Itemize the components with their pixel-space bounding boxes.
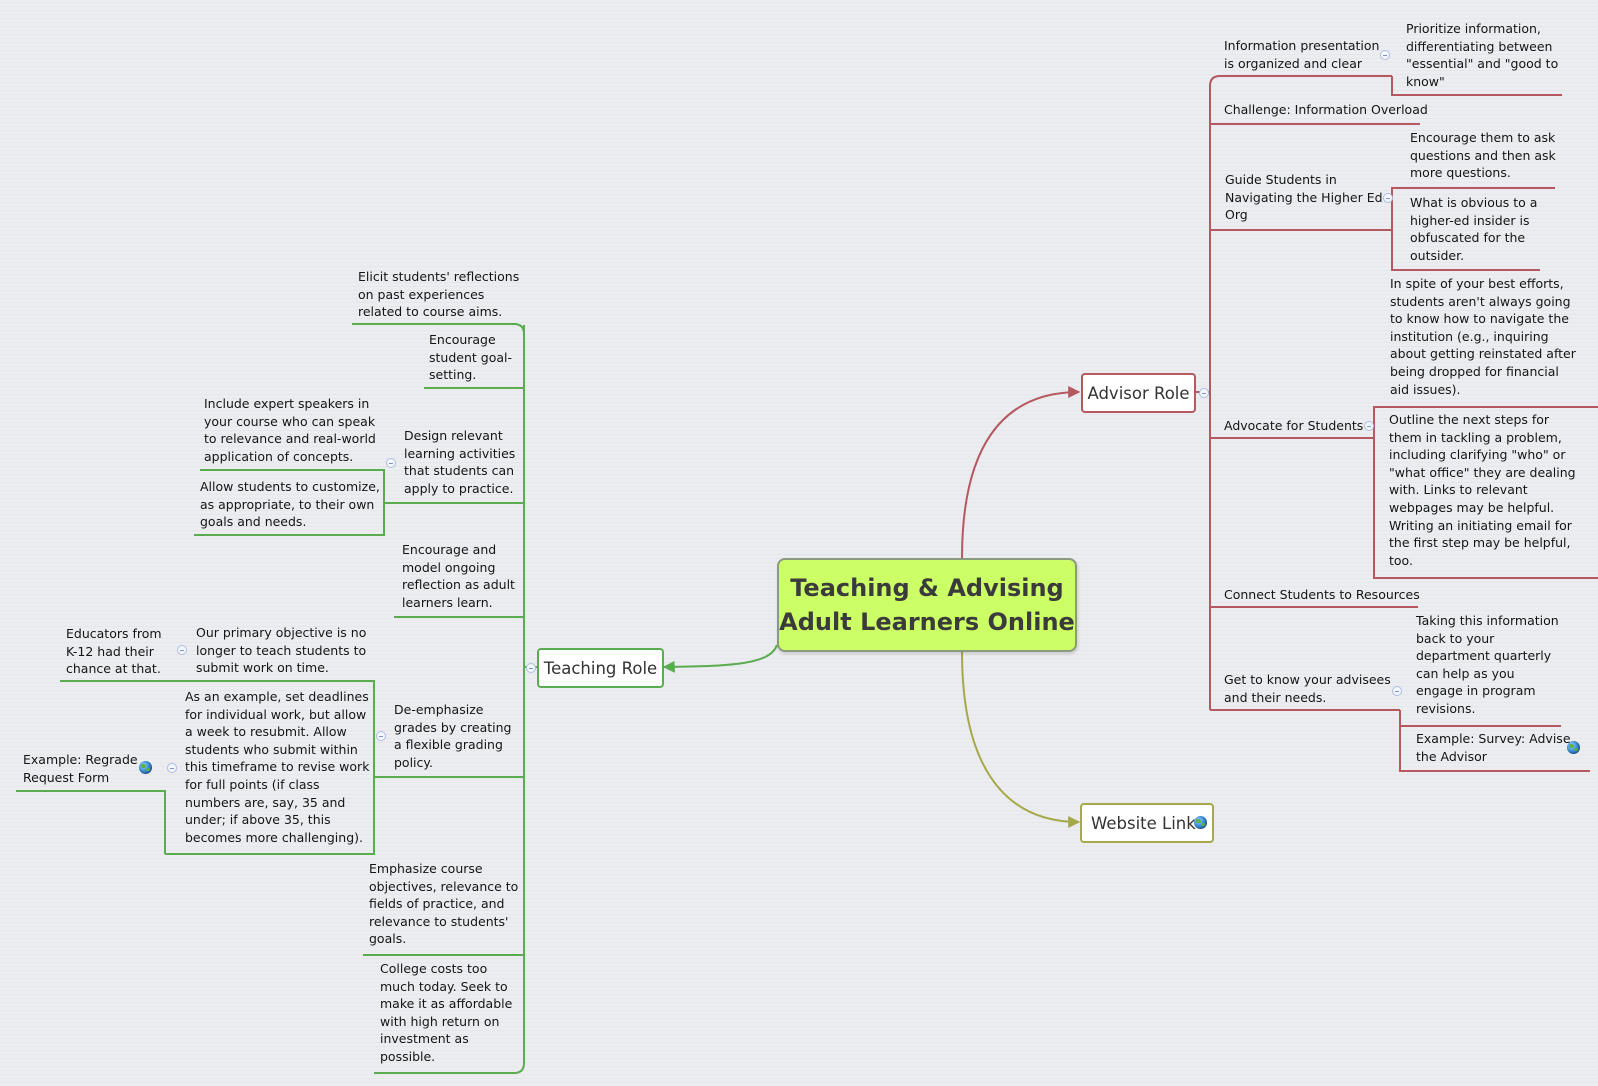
guide-students-topic[interactable]: Guide Students in Navigating the Higher … xyxy=(1225,172,1383,223)
know-advisees-topic[interactable]: Get to know your advisees and their need… xyxy=(1224,672,1391,705)
de-emphasize-topic[interactable]: De-emphasize grades by creating a flexib… xyxy=(394,702,512,770)
survey-topic[interactable]: Example: Survey: Advise the Advisor xyxy=(1416,731,1571,764)
connector-website xyxy=(961,651,1081,828)
prioritize-topic[interactable]: Prioritize information, differentiating … xyxy=(1406,21,1559,89)
info-presentation-topic[interactable]: Information presentation is organized an… xyxy=(1224,38,1380,71)
regrade-topic[interactable]: Example: Regrade Request Form xyxy=(23,752,138,785)
connector-teaching xyxy=(662,644,778,673)
collapse-icon[interactable] xyxy=(1383,193,1393,203)
encourage-questions-topic[interactable]: Encourage them to ask questions and then… xyxy=(1410,130,1556,181)
advisor-role-label: Advisor Role xyxy=(1087,383,1190,403)
teaching-branch-lines xyxy=(16,323,538,1074)
goal-setting-topic[interactable]: Encourage student goal- setting. xyxy=(429,332,512,383)
collapse-icon[interactable] xyxy=(526,663,536,673)
globe-icon[interactable] xyxy=(1567,741,1580,754)
collapse-icon[interactable] xyxy=(1392,686,1402,696)
collapse-icon[interactable] xyxy=(167,763,177,773)
obvious-topic[interactable]: What is obvious to a higher-ed insider i… xyxy=(1410,195,1538,263)
website-link-topic[interactable]: Website Link xyxy=(1080,803,1214,843)
emphasize-objectives-topic[interactable]: Emphasize course objectives, relevance t… xyxy=(369,861,519,947)
advocate-topic[interactable]: Advocate for Students xyxy=(1224,418,1364,433)
collapse-icon[interactable] xyxy=(1380,50,1390,60)
collapse-icon[interactable] xyxy=(1364,421,1374,431)
college-costs-topic[interactable]: College costs too much today. Seek to ma… xyxy=(380,961,513,1064)
design-relevant-topic[interactable]: Design relevant learning activities that… xyxy=(404,428,516,496)
connect-resources-topic[interactable]: Connect Students to Resources xyxy=(1224,587,1420,602)
outline-steps-topic[interactable]: Outline the next steps for them in tackl… xyxy=(1389,412,1576,568)
website-link-label: Website Link xyxy=(1091,813,1196,833)
advisor-role-topic[interactable]: Advisor Role xyxy=(1081,373,1196,413)
example-deadlines-topic[interactable]: As an example, set deadlines for individ… xyxy=(185,689,370,845)
model-reflection-topic[interactable]: Encourage and model ongoing reflection a… xyxy=(402,542,515,610)
in-spite-topic[interactable]: In spite of your best efforts, students … xyxy=(1390,276,1576,397)
collapse-icon[interactable] xyxy=(376,731,386,741)
collapse-icon[interactable] xyxy=(177,645,187,655)
taking-info-topic[interactable]: Taking this information back to your dep… xyxy=(1416,613,1559,716)
educators-topic[interactable]: Educators from K-12 had their chance at … xyxy=(66,626,162,677)
globe-icon[interactable] xyxy=(139,761,152,774)
central-topic[interactable]: Teaching & Advising Adult Learners Onlin… xyxy=(777,558,1077,652)
globe-icon[interactable] xyxy=(1194,816,1207,829)
elicit-topic[interactable]: Elicit students' reflections on past exp… xyxy=(358,269,520,320)
collapse-icon[interactable] xyxy=(1199,388,1209,398)
collapse-icon[interactable] xyxy=(386,458,396,468)
customize-topic[interactable]: Allow students to customize, as appropri… xyxy=(200,479,380,530)
primary-objective-topic[interactable]: Our primary objective is no longer to te… xyxy=(196,625,367,676)
central-topic-label: Teaching & Advising Adult Learners Onlin… xyxy=(779,574,1075,636)
connector-advisor xyxy=(961,386,1081,559)
advisor-branch-lines xyxy=(1195,75,1598,772)
teaching-role-topic[interactable]: Teaching Role xyxy=(537,648,664,688)
teaching-role-label: Teaching Role xyxy=(543,658,658,678)
challenge-topic[interactable]: Challenge: Information Overload xyxy=(1224,102,1428,117)
expert-speakers-topic[interactable]: Include expert speakers in your course w… xyxy=(204,396,376,464)
